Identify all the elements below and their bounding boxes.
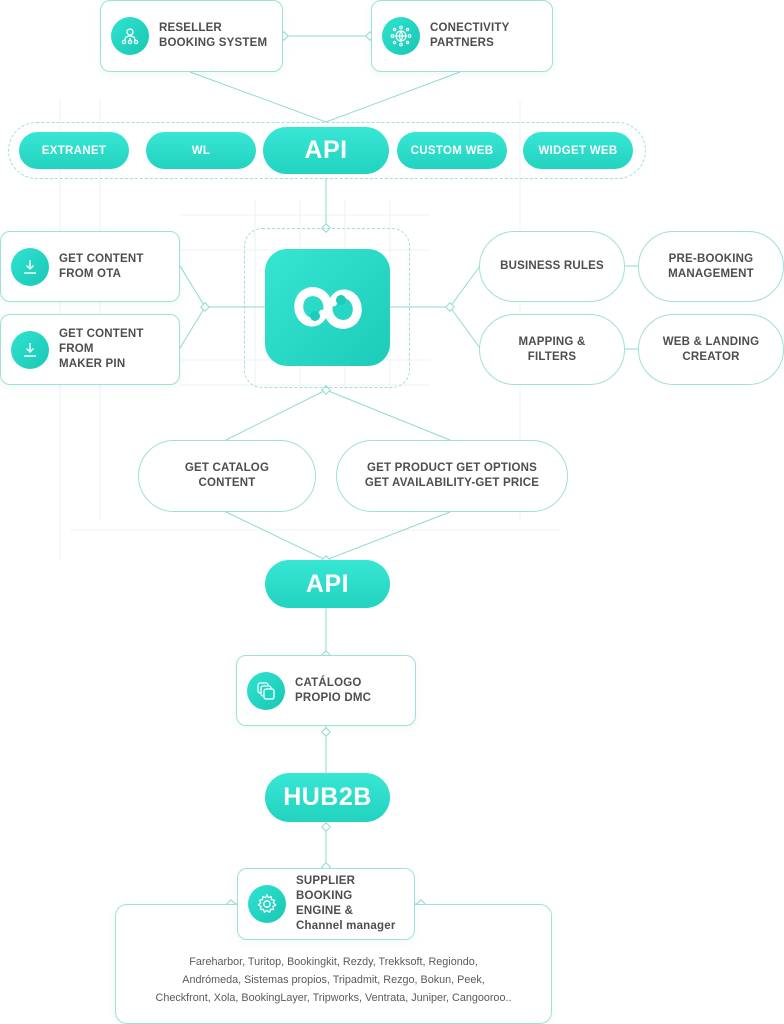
reseller-label-2: BOOKING SYSTEM: [159, 37, 268, 49]
ota-label-1: GET CONTENT: [59, 252, 144, 265]
web-landing-label-2: CREATOR: [682, 350, 740, 363]
supplier-label-1: SUPPLIER BOOKING: [296, 875, 356, 902]
web-landing-label-1: WEB & LANDING: [662, 335, 760, 348]
prebooking-card: PRE-BOOKING MANAGEMENT: [638, 231, 784, 302]
api-top-pill[interactable]: API: [263, 127, 389, 174]
product-label-2: GET AVAILABILITY-GET PRICE: [364, 477, 540, 489]
reseller-booking-card: RESELLER BOOKING SYSTEM: [100, 0, 283, 72]
layers-icon: [247, 671, 285, 710]
catalogo-label-1: CATÁLOGO: [295, 676, 362, 689]
get-product-card: GET PRODUCT GET OPTIONS GET AVAILABILITY…: [336, 440, 568, 512]
wl-pill[interactable]: WL: [146, 132, 256, 169]
center-frame: [244, 228, 410, 388]
business-rules-label: BUSINESS RULES: [500, 260, 604, 272]
catalog-label-2: CONTENT: [198, 477, 256, 489]
hub2b-pill[interactable]: HUB2B: [265, 773, 390, 822]
suppliers-line-2: Andrómeda, Sistemas propios, Tripadmit, …: [182, 974, 485, 986]
mapping-filters-card: MAPPING & FILTERS: [479, 314, 625, 385]
product-label-1: GET PRODUCT GET OPTIONS: [366, 462, 538, 474]
reseller-label-1: RESELLER: [159, 22, 222, 34]
supplier-label-2: ENGINE &: [296, 905, 354, 917]
catalogo-label-2: PROPIO DMC: [295, 691, 372, 704]
mapping-label: MAPPING & FILTERS: [518, 335, 586, 363]
suppliers-line-3: Checkfront, Xola, BookingLayer, Tripwork…: [155, 992, 512, 1004]
download-icon: [11, 330, 49, 369]
ota-label-2: FROM OTA: [59, 267, 122, 280]
get-catalog-card: GET CATALOG CONTENT: [138, 440, 316, 512]
globe-network-icon: [382, 17, 420, 55]
connectivity-partners-card: CONECTIVITY PARTNERS: [371, 0, 553, 72]
prebooking-label-1: PRE-BOOKING: [668, 252, 754, 265]
extranet-pill[interactable]: EXTRANET: [19, 132, 129, 169]
channels-band: [8, 122, 646, 179]
catalogo-propio-card: CATÁLOGO PROPIO DMC: [236, 655, 416, 726]
suppliers-line-1: Fareharbor, Turitop, Bookingkit, Rezdy, …: [189, 956, 478, 968]
maker-label-2: MAKER PIN: [59, 358, 126, 370]
download-icon: [11, 247, 49, 286]
platform-logo-icon: [265, 249, 390, 366]
get-content-ota-card: GET CONTENT FROM OTA: [0, 231, 180, 302]
supplier-booking-card: SUPPLIER BOOKING ENGINE & Channel manage…: [237, 868, 415, 940]
gear-icon: [248, 885, 286, 923]
supplier-label-3: Channel manager: [296, 920, 396, 932]
connectivity-label-2: PARTNERS: [430, 37, 495, 49]
business-rules-card: BUSINESS RULES: [479, 231, 625, 302]
prebooking-label-2: MANAGEMENT: [668, 267, 754, 280]
custom-web-pill[interactable]: CUSTOM WEB: [397, 132, 507, 169]
maker-label-1: GET CONTENT FROM: [59, 328, 144, 355]
widget-web-pill[interactable]: WIDGET WEB: [523, 132, 633, 169]
user-network-icon: [111, 17, 149, 55]
catalog-label-1: GET CATALOG: [184, 462, 270, 474]
connectivity-label-1: CONECTIVITY: [430, 22, 510, 34]
get-content-maker-card: GET CONTENT FROM MAKER PIN: [0, 314, 180, 385]
web-landing-card: WEB & LANDING CREATOR: [638, 314, 784, 385]
api-bottom-pill[interactable]: API: [265, 560, 390, 608]
